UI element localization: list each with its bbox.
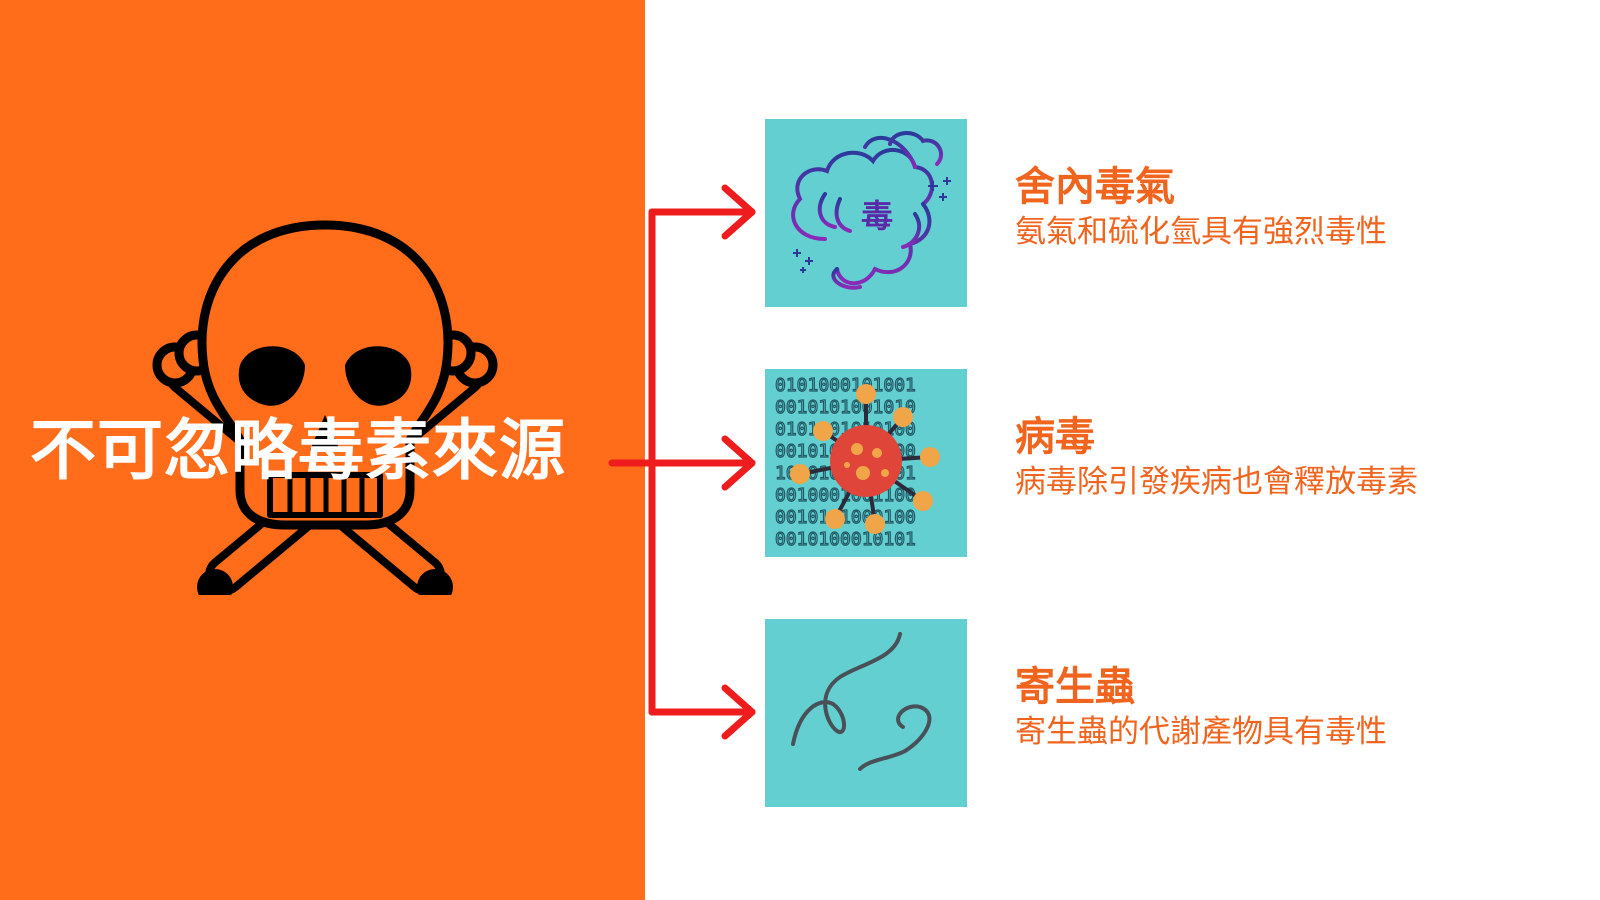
- parasite-tile: [765, 619, 967, 807]
- toxic-gas-cloud-icon: 毒: [791, 131, 951, 290]
- arrowhead-2: [721, 435, 756, 491]
- svg-text:0010101001010: 0010101001010: [775, 397, 916, 418]
- toxic-gas-tile: 毒: [765, 119, 967, 307]
- item-description: 病毒除引發疾病也會釋放毒素: [1015, 464, 1418, 500]
- svg-text:0101000101001: 0101000101001: [775, 375, 916, 396]
- item-title: 寄生蟲: [1015, 664, 1135, 710]
- svg-text:0010101000100: 0010101000100: [775, 507, 916, 528]
- virus-icon: 0101000101001 0010101001010 010100101010…: [774, 374, 940, 551]
- item-toxic-gas: 舍內毒氣 氨氣和硫化氫具有強烈毒性: [1015, 165, 1575, 252]
- item-description: 寄生蟲的代謝產物具有毒性: [1015, 714, 1387, 750]
- parasite-worm-icon: [791, 632, 932, 771]
- left-panel: 不可忽略毒素來源: [0, 0, 645, 900]
- virus-tile: 0101000101001 0010101001010 010100101010…: [765, 369, 967, 557]
- toxic-gas-label: 毒: [861, 197, 893, 235]
- item-parasite: 寄生蟲 寄生蟲的代謝產物具有毒性: [1015, 665, 1575, 752]
- main-title: 不可忽略毒素來源: [30, 412, 566, 489]
- arrowhead-3: [721, 684, 756, 740]
- skull-crossbones-icon: [152, 220, 498, 595]
- item-virus: 病毒 病毒除引發疾病也會釋放毒素: [1015, 415, 1575, 502]
- item-title: 舍內毒氣: [1015, 164, 1175, 210]
- item-description: 氨氣和硫化氫具有強烈毒性: [1015, 214, 1387, 250]
- item-title: 病毒: [1015, 414, 1095, 460]
- svg-text:0010100010101: 0010100010101: [775, 529, 916, 550]
- arrowhead-1: [721, 184, 756, 240]
